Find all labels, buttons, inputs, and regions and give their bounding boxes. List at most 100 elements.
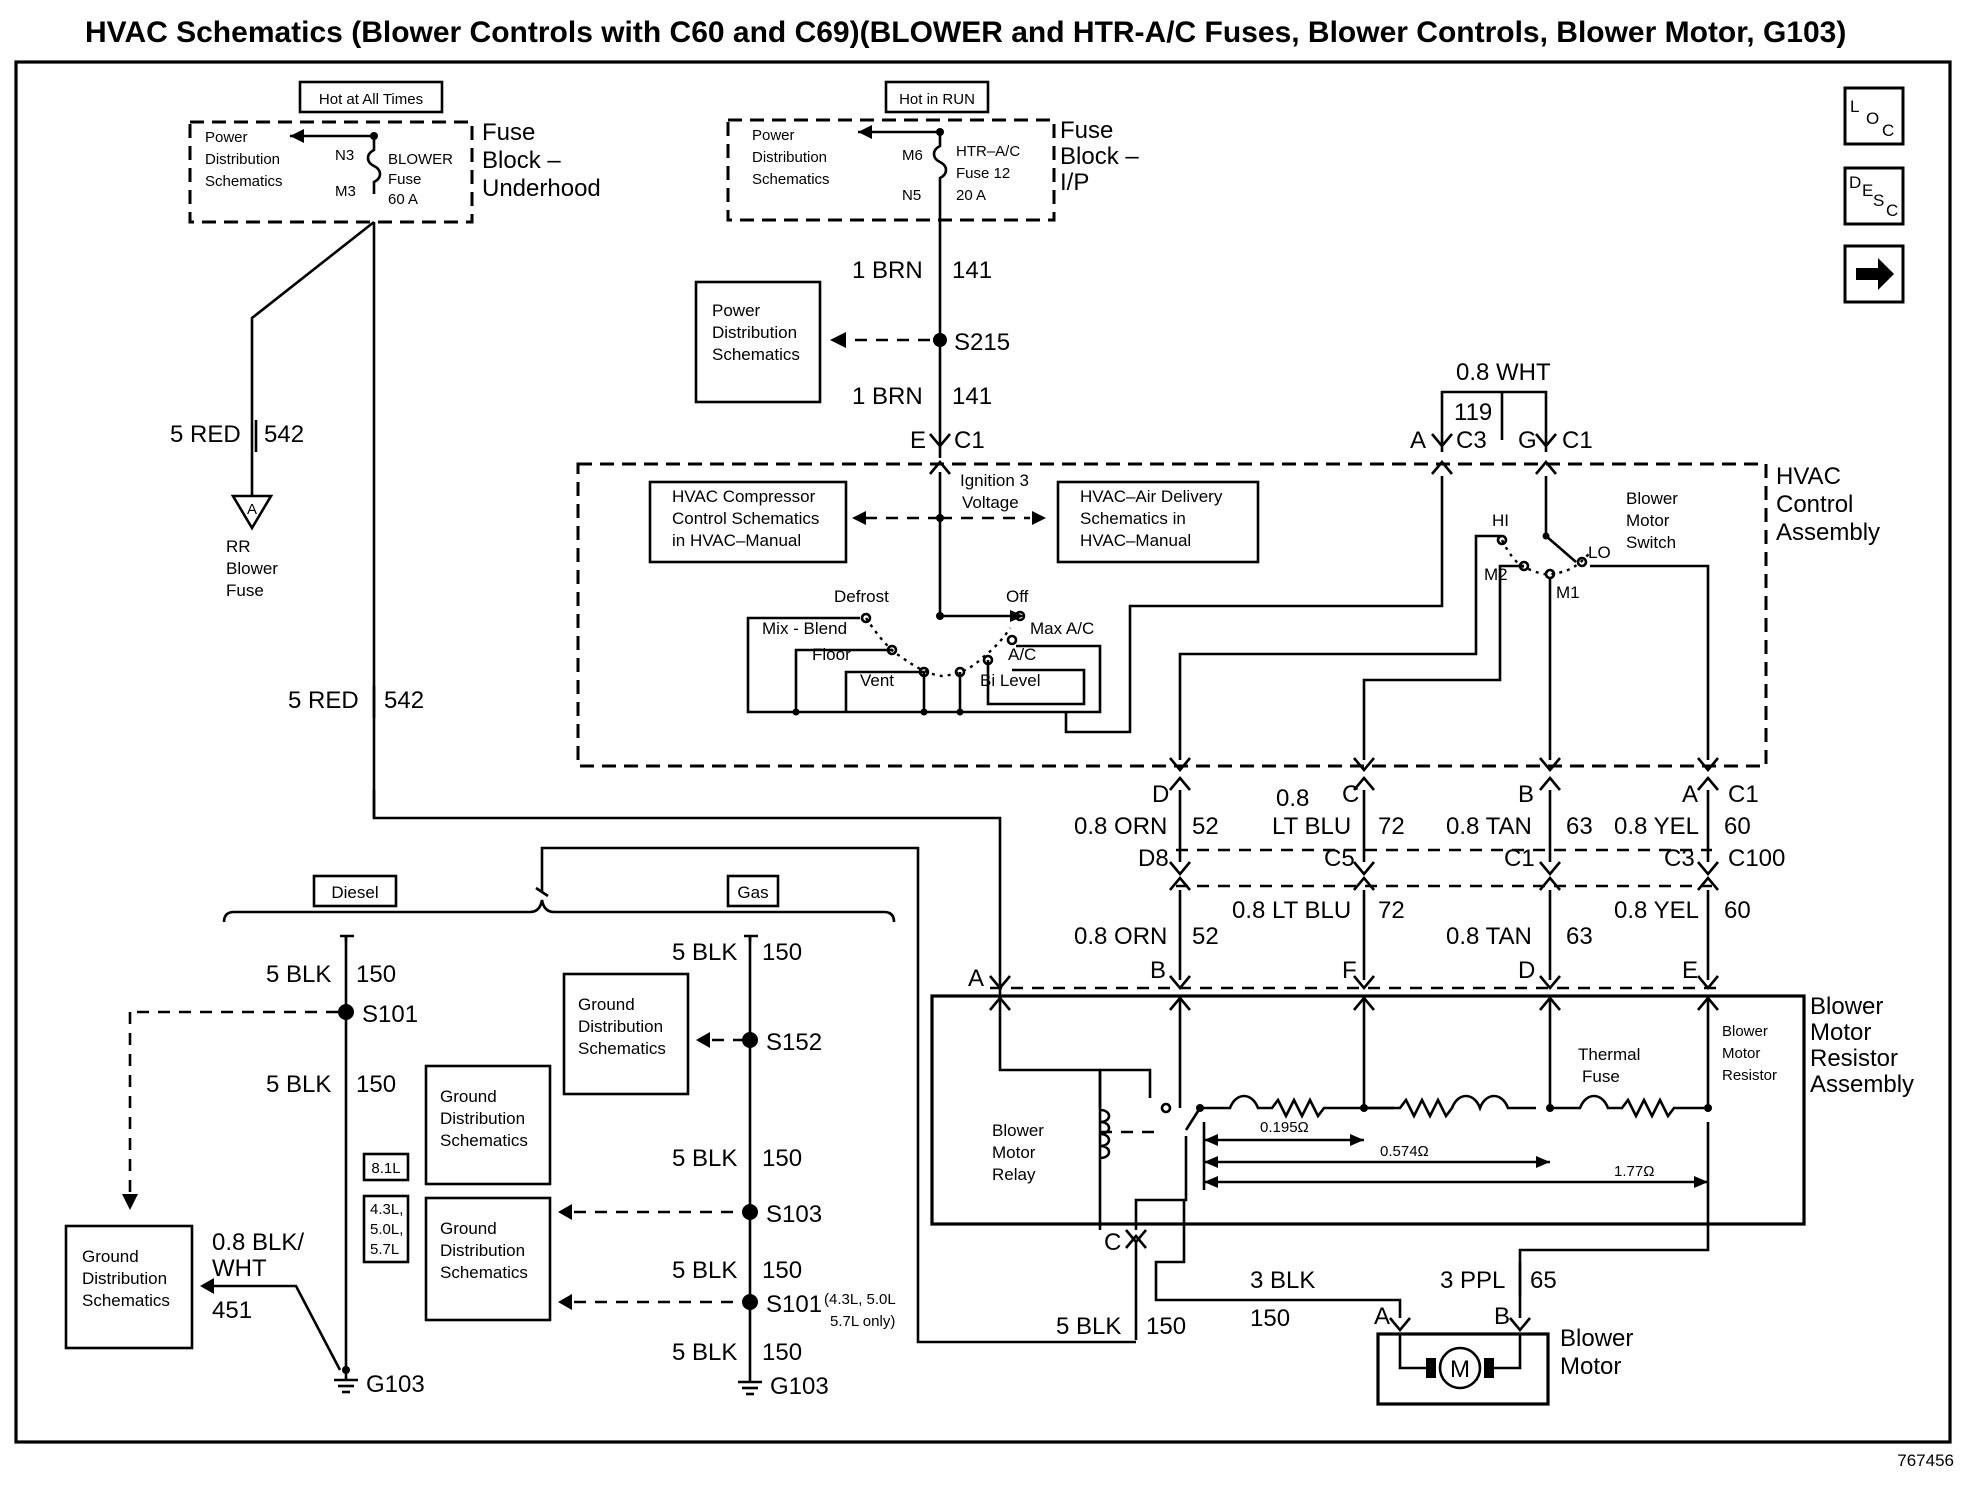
svg-text:C: C [1104, 1229, 1121, 1256]
next-arrow-icon[interactable] [1843, 244, 1905, 304]
rr-blower-fuse-connector: A RR Blower Fuse [226, 494, 278, 600]
svg-text:Switch: Switch [1626, 533, 1676, 552]
svg-text:150: 150 [356, 961, 396, 988]
svg-text:C: C [1882, 121, 1894, 140]
svg-text:C1: C1 [1728, 781, 1759, 808]
svg-text:Fuse: Fuse [482, 119, 535, 146]
svg-text:Relay: Relay [992, 1165, 1036, 1184]
svg-text:5 BLK: 5 BLK [266, 961, 331, 988]
svg-text:S101: S101 [766, 1291, 822, 1318]
svg-text:G103: G103 [366, 1371, 425, 1398]
svg-text:451: 451 [212, 1297, 252, 1324]
svg-text:Max A/C: Max A/C [1030, 619, 1094, 638]
svg-text:O: O [1866, 109, 1879, 128]
svg-text:Schematics: Schematics [578, 1039, 666, 1058]
svg-text:Control: Control [1776, 491, 1853, 518]
hot-at-all-times-tag: Hot at All Times [319, 91, 423, 108]
ground-section: Diesel Gas 5 BLK 150 S101 5 BLK 150 Grou… [64, 846, 1136, 1400]
svg-text:F: F [1342, 957, 1357, 984]
motor-symbol [1438, 1346, 1482, 1390]
svg-text:C3: C3 [1456, 427, 1487, 454]
svg-text:Ground: Ground [440, 1219, 497, 1238]
svg-text:Schematics: Schematics [752, 171, 830, 188]
svg-text:0.8 TAN: 0.8 TAN [1446, 813, 1532, 840]
svg-text:BLOWER: BLOWER [388, 151, 453, 168]
svg-text:Underhood: Underhood [482, 175, 601, 202]
ground-symbol-left [334, 1370, 358, 1394]
svg-text:C: C [1342, 781, 1359, 808]
svg-text:HVAC–Manual: HVAC–Manual [1080, 531, 1191, 550]
svg-text:Schematics: Schematics [205, 173, 283, 190]
svg-text:52: 52 [1192, 923, 1219, 950]
svg-text:1 BRN: 1 BRN [852, 257, 923, 284]
svg-text:Power: Power [205, 129, 248, 146]
svg-text:5 BLK: 5 BLK [672, 939, 737, 966]
hvac-control-assembly: HVAC Control Assembly HVAC Compressor Co… [576, 459, 1880, 768]
svg-text:60: 60 [1724, 897, 1751, 924]
svg-text:C: C [1886, 201, 1898, 220]
svg-text:Fuse: Fuse [1582, 1067, 1620, 1086]
svg-text:542: 542 [384, 687, 424, 714]
svg-text:Assembly: Assembly [1810, 1071, 1914, 1098]
svg-text:A: A [1682, 781, 1698, 808]
svg-text:0.8 LT BLU: 0.8 LT BLU [1232, 897, 1351, 924]
svg-text:5 BLK: 5 BLK [1056, 1313, 1121, 1340]
svg-text:C1: C1 [954, 427, 985, 454]
svg-text:5 RED: 5 RED [288, 687, 359, 714]
svg-text:5 BLK: 5 BLK [266, 1071, 331, 1098]
svg-text:Diesel: Diesel [331, 883, 378, 902]
svg-text:C100: C100 [1728, 845, 1785, 872]
svg-text:Blower: Blower [226, 559, 278, 578]
motor-brush-right [1484, 1358, 1494, 1378]
svg-text:Vent: Vent [860, 671, 894, 690]
svg-text:542: 542 [264, 421, 304, 448]
svg-text:S152: S152 [766, 1029, 822, 1056]
svg-text:M3: M3 [335, 183, 356, 200]
svg-text:Motor: Motor [992, 1143, 1036, 1162]
svg-text:in HVAC–Manual: in HVAC–Manual [672, 531, 801, 550]
svg-text:63: 63 [1566, 813, 1593, 840]
svg-text:HVAC–Air Delivery: HVAC–Air Delivery [1080, 487, 1223, 506]
splice-s152 [742, 1032, 758, 1048]
loc-icon[interactable]: LOC [1843, 86, 1905, 146]
blower-motor-resistor-assembly: Blower Motor Resistor Assembly Blower Mo… [930, 975, 1914, 1230]
svg-text:B: B [1150, 957, 1166, 984]
fuse-block-ip: Hot in RUN Power Distribution Schematics… [726, 80, 1139, 222]
svg-text:4.3L,: 4.3L, [370, 1201, 403, 1218]
svg-text:Control Schematics: Control Schematics [672, 509, 819, 528]
svg-text:M: M [1450, 1356, 1470, 1383]
svg-text:HI: HI [1492, 511, 1509, 530]
svg-text:S103: S103 [766, 1201, 822, 1228]
svg-text:WHT: WHT [212, 1255, 267, 1282]
svg-text:Mix - Blend: Mix - Blend [762, 619, 847, 638]
svg-text:Motor: Motor [1626, 511, 1670, 530]
figure-number: 767456 [1897, 1451, 1954, 1470]
harness-c1-c100: D C B A C1 0.8 ORN 52 0.8 LT BLU 72 0.8 … [968, 757, 1785, 992]
svg-text:150: 150 [762, 1257, 802, 1284]
svg-text:Ground: Ground [82, 1247, 139, 1266]
svg-text:Ignition 3: Ignition 3 [960, 471, 1029, 490]
svg-text:S101: S101 [362, 1001, 418, 1028]
svg-text:Resistor: Resistor [1722, 1067, 1777, 1084]
splice-s101-gas [742, 1294, 758, 1310]
svg-text:Defrost: Defrost [834, 587, 889, 606]
svg-text:60: 60 [1724, 813, 1751, 840]
svg-text:C1: C1 [1562, 427, 1593, 454]
svg-text:Motor: Motor [1560, 1353, 1621, 1380]
svg-text:A: A [1410, 427, 1426, 454]
svg-text:Block –: Block – [1060, 143, 1139, 170]
svg-text:Distribution: Distribution [712, 323, 797, 342]
fuse-block-underhood: Hot at All Times Power Distribution Sche… [188, 80, 601, 224]
svg-text:I/P: I/P [1060, 169, 1089, 196]
svg-text:150: 150 [356, 1071, 396, 1098]
svg-text:L: L [1850, 97, 1859, 116]
svg-text:Fuse: Fuse [1060, 117, 1113, 144]
svg-text:Resistor: Resistor [1810, 1045, 1898, 1072]
svg-text:5 BLK: 5 BLK [672, 1145, 737, 1172]
svg-text:Distribution: Distribution [752, 149, 827, 166]
svg-text:Fuse 12: Fuse 12 [956, 165, 1010, 182]
svg-text:HTR–A/C: HTR–A/C [956, 143, 1020, 160]
svg-text:Voltage: Voltage [962, 493, 1019, 512]
